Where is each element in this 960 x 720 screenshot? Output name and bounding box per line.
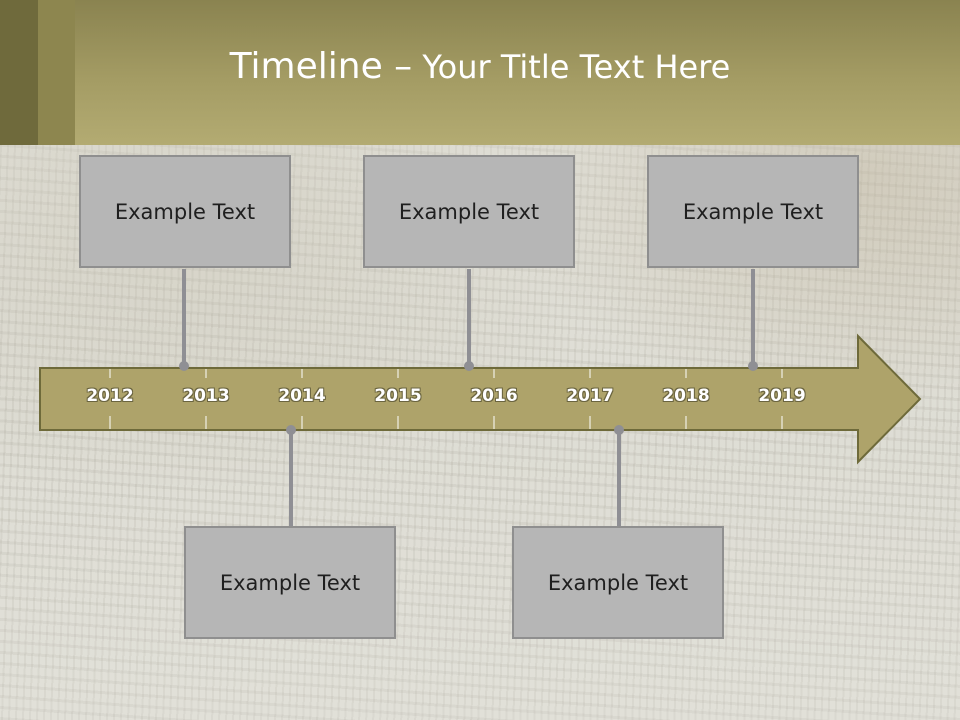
slide-title[interactable]: Timeline – Your Title Text Here [0, 42, 960, 92]
event-box-top-1[interactable]: Example Text [79, 155, 291, 268]
bottom-connectors [286, 425, 624, 527]
event-box-top-2[interactable]: Example Text [363, 155, 575, 268]
timeline-arrow[interactable] [39, 333, 922, 465]
connector-dot-bottom-1 [286, 425, 296, 435]
slide-title-rest: Your Title Text Here [412, 48, 731, 86]
year-label-2015: 2015 [374, 386, 422, 406]
event-box-top-3[interactable]: Example Text [647, 155, 859, 268]
year-label-2017: 2017 [566, 386, 614, 406]
event-label: Example Text [547, 570, 689, 595]
event-label: Example Text [114, 199, 256, 224]
year-label-2018: 2018 [662, 386, 710, 406]
year-label-2013: 2013 [182, 386, 230, 406]
connector-dot-bottom-2 [614, 425, 624, 435]
connector-dot-top-1 [179, 361, 189, 371]
slide-title-lead: Timeline – [229, 46, 413, 87]
top-connectors [179, 269, 758, 371]
title-band: Timeline – Your Title Text Here [0, 0, 960, 145]
connector-dot-top-2 [464, 361, 474, 371]
event-label: Example Text [682, 199, 824, 224]
title-band-accent-dark [0, 0, 38, 145]
event-box-bottom-1[interactable]: Example Text [184, 526, 396, 639]
event-box-bottom-2[interactable]: Example Text [512, 526, 724, 639]
connector-dot-top-3 [748, 361, 758, 371]
year-ticks [109, 369, 783, 429]
title-band-accent-mid [38, 0, 75, 145]
event-label: Example Text [398, 199, 540, 224]
year-label-2019: 2019 [758, 386, 806, 406]
year-label-2016: 2016 [470, 386, 518, 406]
year-label-2014: 2014 [278, 386, 326, 406]
event-label: Example Text [219, 570, 361, 595]
year-label-2012: 2012 [86, 386, 134, 406]
